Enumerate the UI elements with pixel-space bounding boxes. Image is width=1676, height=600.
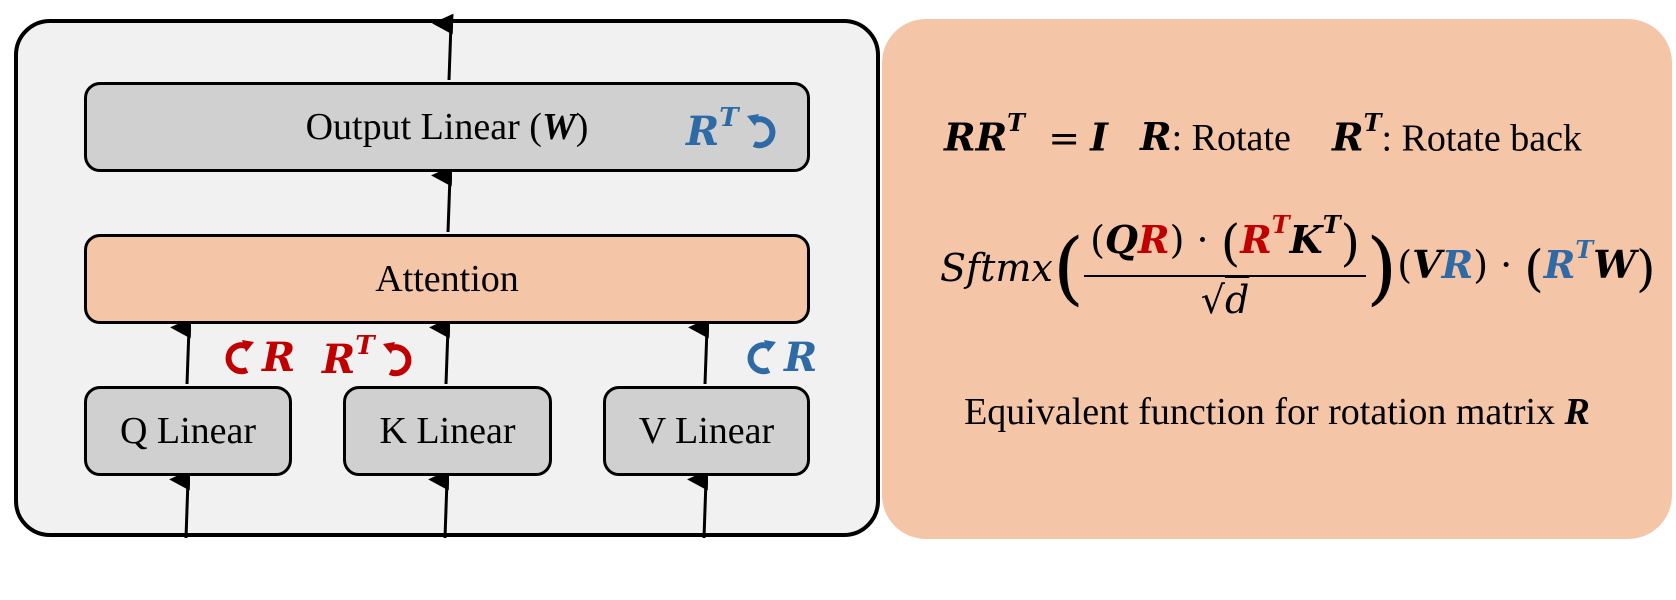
identity-equation: RRT =I [944, 108, 1108, 160]
arrow-v-to-attention [688, 317, 710, 385]
arrow-q-to-attention [170, 317, 192, 385]
v-linear-label: V Linear [638, 410, 775, 452]
formula-numerator: (QR) · (RTKT) [1084, 210, 1367, 277]
formula-r4-sup: T [1575, 234, 1594, 264]
formula-r1: R [1138, 216, 1170, 262]
output-weight-symbol: W [541, 106, 576, 148]
formula-r3: R [1441, 241, 1474, 287]
output-linear-close: ) [575, 106, 589, 148]
q-linear-label: Q Linear [119, 410, 257, 452]
clockwise-arrow-icon [225, 340, 254, 375]
v-rotate-marker: R [740, 338, 817, 378]
formula-open-paren: ( [1052, 221, 1085, 314]
formula-q: Q [1104, 216, 1138, 262]
formula-sqrt: √ [1200, 277, 1225, 322]
identity-lhs: RR [944, 114, 1008, 160]
formula-w: W [1593, 241, 1636, 287]
output-rotation-sup: T [719, 103, 739, 133]
identity-sup: T [1007, 108, 1026, 137]
attention-box: Attention [84, 234, 810, 324]
arrow-into-q [169, 469, 191, 539]
equation-panel [882, 19, 1672, 539]
k-rotation-symbol: R [322, 336, 356, 383]
rotate-back-definition: RT: Rotate back [1332, 108, 1582, 161]
attention-label: Attention [375, 258, 519, 300]
rotate-back-label: : Rotate back [1381, 117, 1582, 160]
formula-k-sup: T [1322, 210, 1341, 240]
identity-rhs: I [1090, 114, 1108, 160]
formula-fraction: (QR) · (RTKT) √d [1084, 210, 1367, 325]
counter-clockwise-arrow-icon [746, 114, 776, 149]
rotate-definition: R: Rotate [1140, 114, 1291, 160]
formula-r2: R [1240, 216, 1272, 262]
formula-close-paren: ) [1366, 221, 1398, 314]
rotate-back-symbol: R [1332, 114, 1364, 160]
output-rotation-symbol: R [686, 108, 720, 155]
formula-r4: R [1543, 241, 1576, 287]
identity-eq: = [1048, 115, 1081, 160]
arrow-k-to-attention [429, 317, 451, 385]
formula-dot2: · [1500, 242, 1513, 287]
k-linear-label: K Linear [379, 410, 516, 452]
k-linear-box: K Linear [343, 386, 552, 476]
formula-d: d [1225, 277, 1250, 322]
equivalence-caption: Equivalent function for rotation matrix … [882, 390, 1672, 434]
arrow-into-v [687, 469, 709, 539]
caption-symbol: R [1564, 391, 1590, 433]
arrow-into-k [428, 469, 450, 539]
formula-dot1: · [1196, 217, 1209, 262]
formula-denominator: √d [1201, 277, 1250, 325]
q-rotation-symbol: R [262, 334, 296, 381]
caption-text: Equivalent function for rotation matrix [964, 391, 1565, 433]
v-linear-box: V Linear [603, 386, 810, 476]
formula-v: V [1412, 241, 1442, 287]
formula-r2-sup: T [1271, 210, 1290, 240]
arrow-output-up [432, 13, 454, 81]
v-rotation-symbol: R [784, 334, 818, 381]
q-linear-box: Q Linear [84, 386, 292, 476]
rotate-symbol: R [1140, 114, 1172, 159]
counter-clockwise-arrow-icon [382, 342, 412, 377]
output-linear-box: Output Linear (W) [84, 82, 810, 172]
rotate-back-sup: T [1363, 108, 1382, 137]
output-linear-label: Output Linear ( [305, 106, 542, 148]
q-rotate-marker: R [218, 338, 295, 378]
softmax-formula: Sftmx( (QR) · (RTKT) √d )(VR) · (RTW) [940, 210, 1655, 325]
k-rotation-sup: T [355, 331, 375, 361]
formula-k: K [1289, 216, 1323, 262]
arrow-attention-to-output [431, 165, 453, 233]
rotate-label: : Rotate [1171, 117, 1291, 159]
formula-fn: Sftmx [940, 246, 1053, 290]
clockwise-arrow-icon [747, 340, 776, 375]
